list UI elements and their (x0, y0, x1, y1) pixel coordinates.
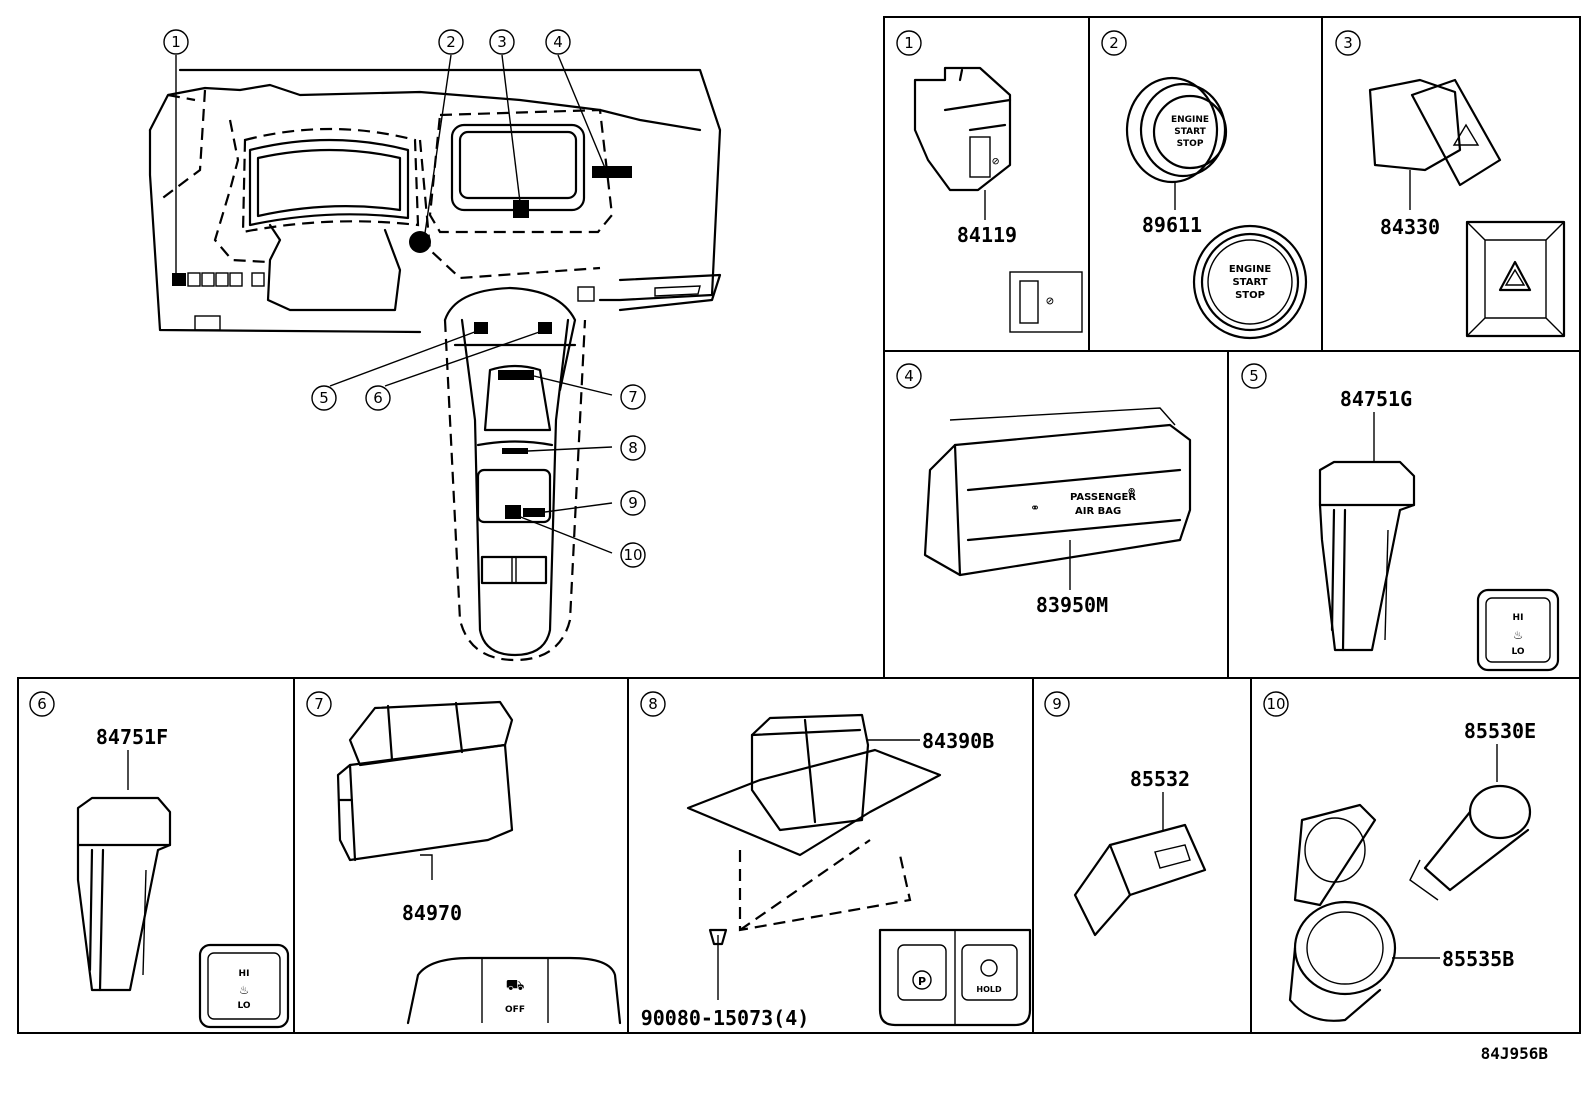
svg-text:83950M: 83950M (1036, 593, 1108, 617)
callout-9: 9 (620, 490, 646, 516)
svg-text:7: 7 (314, 695, 324, 713)
svg-text:1: 1 (171, 33, 181, 51)
callout-2: 2 (438, 29, 464, 55)
dashboard-overview (148, 54, 722, 662)
svg-text:STOP: STOP (1235, 290, 1265, 301)
svg-text:PASSENGER: PASSENGER (1070, 492, 1136, 503)
svg-text:AIR BAG: AIR BAG (1075, 506, 1121, 517)
svg-text:OFF: OFF (505, 1005, 525, 1015)
svg-text:♨: ♨ (1514, 627, 1522, 643)
svg-text:2: 2 (446, 33, 456, 51)
panel-1: 1 ⊘ 84119 ⊘ (896, 30, 1083, 333)
svg-text:8: 8 (628, 439, 638, 457)
svg-text:ENGINE: ENGINE (1229, 264, 1271, 275)
svg-text:4: 4 (553, 33, 563, 51)
svg-text:2: 2 (1109, 34, 1119, 52)
svg-text:⊘: ⊘ (1046, 294, 1054, 309)
svg-text:84751F: 84751F (96, 725, 168, 749)
diagram-id: 84J956B (1480, 1044, 1548, 1063)
svg-text:⛟: ⛟ (506, 976, 525, 994)
svg-text:1: 1 (904, 34, 914, 52)
panel-6: 6 84751F HI LO ♨ (29, 691, 290, 1029)
panel-2: 2 ENGINE START STOP 89611 ENGINE START S… (1101, 30, 1308, 340)
svg-text:10: 10 (623, 546, 642, 564)
svg-text:3: 3 (1343, 34, 1353, 52)
svg-text:START: START (1174, 127, 1206, 137)
callout-10: 10 (620, 542, 646, 568)
svg-text:♨: ♨ (240, 982, 248, 998)
svg-text:6: 6 (373, 389, 383, 407)
svg-text:6: 6 (37, 695, 47, 713)
svg-text:STOP: STOP (1177, 139, 1204, 149)
svg-text:4: 4 (904, 367, 914, 385)
svg-text:START: START (1232, 277, 1267, 288)
svg-text:⚭: ⚭ (1030, 501, 1040, 515)
svg-text:9: 9 (628, 494, 638, 512)
svg-text:89611: 89611 (1142, 213, 1202, 237)
svg-text:84390B: 84390B (922, 729, 994, 753)
svg-text:84751G: 84751G (1340, 387, 1412, 411)
svg-text:HOLD: HOLD (976, 985, 1002, 994)
callout-5: 5 (311, 385, 337, 411)
panel-4: 4 PASSENGER AIR BAG ⚭ ⊛ 83950M (896, 363, 1192, 617)
panel-9: 9 85532 (1044, 691, 1207, 937)
svg-text:10: 10 (1266, 695, 1285, 713)
svg-text:84970: 84970 (402, 901, 462, 925)
svg-text:P: P (918, 975, 926, 988)
panel-3: 3 84330 (1335, 30, 1566, 338)
svg-text:⊘: ⊘ (992, 154, 999, 168)
svg-text:84119: 84119 (957, 223, 1017, 247)
svg-text:5: 5 (319, 389, 329, 407)
panel-5: 5 84751G HI LO ♨ (1241, 363, 1560, 672)
panel-8: 8 84390B 90080-15073(4) P HOLD (640, 691, 1032, 1030)
svg-text:8: 8 (648, 695, 658, 713)
panel-10: 10 85530E 85535B (1263, 691, 1536, 1022)
svg-text:84330: 84330 (1380, 215, 1440, 239)
svg-text:9: 9 (1052, 695, 1062, 713)
callout-8: 8 (620, 435, 646, 461)
callout-4: 4 (545, 29, 571, 55)
overview-callouts: 1 2 3 4 5 6 7 8 9 10 (163, 29, 646, 568)
svg-text:ENGINE: ENGINE (1171, 115, 1209, 125)
svg-text:⊛: ⊛ (1128, 484, 1135, 498)
svg-text:3: 3 (497, 33, 507, 51)
callout-1: 1 (163, 29, 189, 55)
svg-text:7: 7 (628, 388, 638, 406)
svg-text:5: 5 (1249, 367, 1259, 385)
svg-text:90080-15073(4): 90080-15073(4) (641, 1006, 810, 1030)
svg-text:85532: 85532 (1130, 767, 1190, 791)
svg-text:LO: LO (1511, 647, 1524, 657)
panel-7: 7 84970 ⛟ OFF (306, 691, 622, 1025)
panel-frames (17, 16, 1581, 1034)
svg-text:HI: HI (1513, 613, 1524, 623)
callout-7: 7 (620, 384, 646, 410)
svg-text:85535B: 85535B (1442, 947, 1514, 971)
svg-text:HI: HI (239, 969, 250, 979)
svg-text:85530E: 85530E (1464, 719, 1536, 743)
callout-3: 3 (489, 29, 515, 55)
svg-text:LO: LO (237, 1001, 250, 1011)
callout-6: 6 (365, 385, 391, 411)
